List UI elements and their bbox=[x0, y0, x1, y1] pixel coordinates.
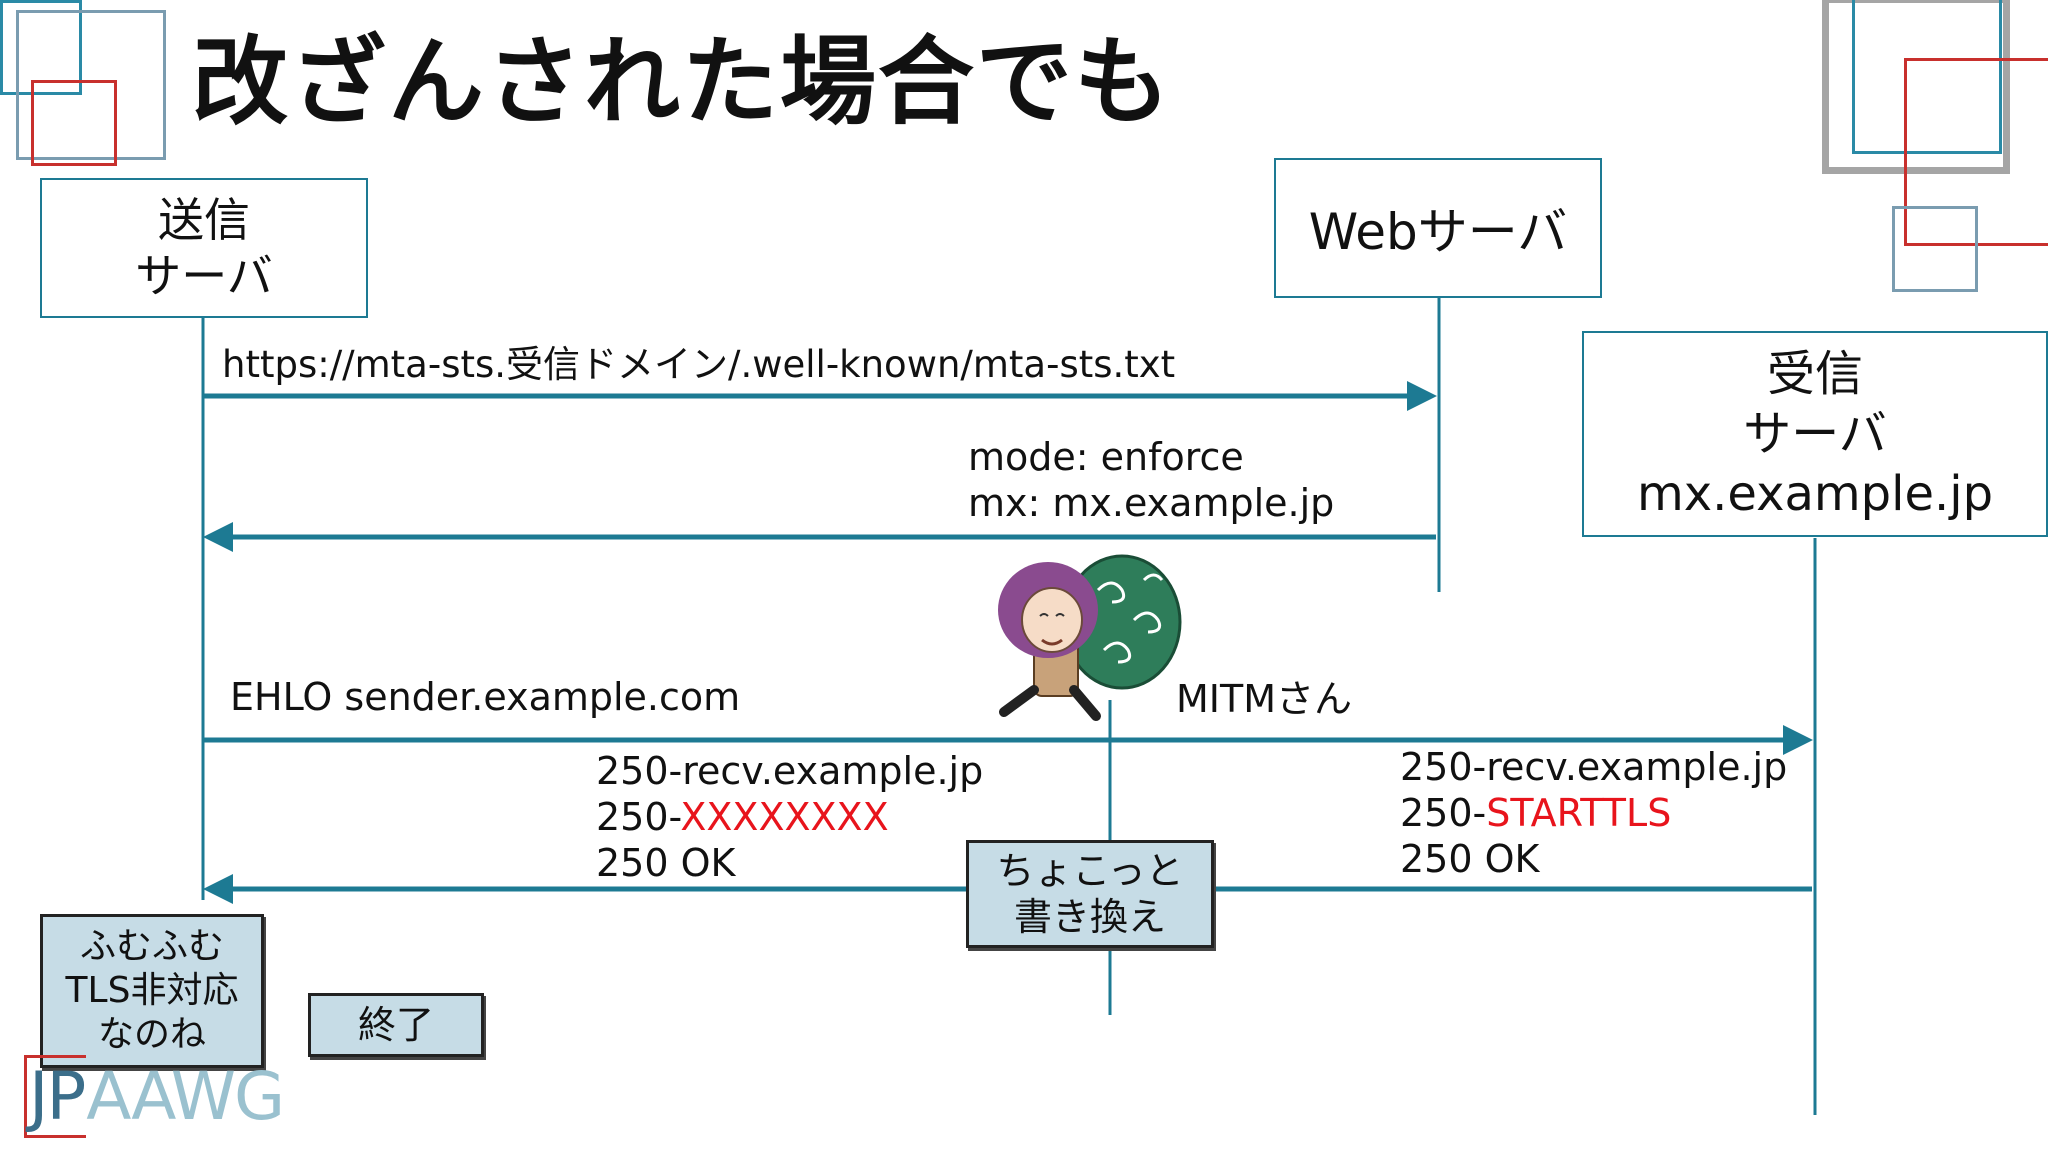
tamper-note: ちょこっと 書き換え bbox=[966, 840, 1214, 948]
policy-mx-label: mx: mx.example.jp bbox=[968, 481, 1335, 525]
receiver-server-box: 受信 サーバ mx.example.jp bbox=[1582, 331, 2048, 537]
sender-server-box: 送信 サーバ bbox=[40, 178, 368, 318]
right-response-line1: 250-recv.example.jp bbox=[1400, 745, 1788, 789]
web-server-box: Webサーバ bbox=[1274, 158, 1602, 298]
ehlo-label: EHLO sender.example.com bbox=[230, 675, 741, 719]
thought-note-line3: なのね bbox=[97, 1014, 206, 1055]
left-response-line1: 250-recv.example.jp bbox=[596, 749, 984, 793]
receiver-label-line1: 受信 bbox=[1766, 346, 1863, 402]
decorative-square bbox=[0, 0, 82, 95]
left-response-masked: XXXXXXXX bbox=[680, 795, 889, 839]
left-response-prefix: 250- bbox=[596, 795, 681, 839]
right-response-line3: 250 OK bbox=[1400, 837, 1540, 881]
left-response-line2: 250-XXXXXXXX bbox=[596, 794, 889, 840]
decorative-square bbox=[31, 80, 117, 166]
web-server-label: Webサーバ bbox=[1308, 203, 1568, 261]
receiver-label-line3: mx.example.jp bbox=[1636, 466, 1994, 522]
receiver-label-line2: サーバ bbox=[1743, 406, 1887, 462]
left-response-line3: 250 OK bbox=[596, 841, 736, 885]
mitm-character-illustration bbox=[998, 554, 1182, 721]
tamper-note-line1: ちょこっと bbox=[996, 849, 1184, 893]
decorative-square bbox=[16, 10, 166, 160]
thought-note-line1: ふむふむ bbox=[79, 926, 224, 967]
page-title: 改ざんされた場合でも bbox=[192, 26, 1172, 138]
decorative-square bbox=[1892, 206, 1978, 292]
policy-url-label: https://mta-sts.受信ドメイン/.well-known/mta-s… bbox=[222, 343, 1176, 386]
jpaawg-logo: JPAAWG bbox=[24, 1055, 285, 1138]
decorative-square bbox=[1822, 0, 2010, 174]
logo-jp: JP bbox=[24, 1055, 86, 1138]
logo-aawg: AAWG bbox=[86, 1058, 285, 1135]
right-response-line2: 250-STARTTLS bbox=[1400, 790, 1671, 836]
right-response-starttls: STARTTLS bbox=[1486, 791, 1672, 835]
end-note-label: 終了 bbox=[357, 1003, 434, 1047]
end-note: 終了 bbox=[308, 993, 484, 1057]
mitm-label: MITMさん bbox=[1176, 677, 1352, 721]
decorative-square bbox=[1852, 0, 2002, 154]
tamper-note-line2: 書き換え bbox=[1013, 895, 1166, 939]
thought-note: ふむふむ TLS非対応 なのね bbox=[40, 914, 264, 1068]
sender-label-line2: サーバ bbox=[135, 249, 273, 303]
right-response-prefix: 250- bbox=[1400, 791, 1487, 835]
policy-mode-label: mode: enforce bbox=[968, 435, 1244, 479]
thought-note-line2: TLS非対応 bbox=[65, 970, 239, 1011]
sender-label-line1: 送信 bbox=[158, 193, 250, 247]
